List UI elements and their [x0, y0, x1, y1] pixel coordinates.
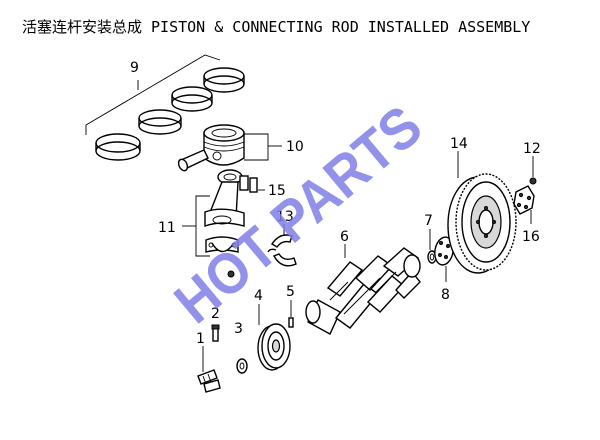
callout-4: 4: [254, 288, 263, 304]
callout-14: 14: [450, 136, 468, 152]
diagram-title: 活塞连杆安装总成 PISTON & CONNECTING ROD INSTALL…: [22, 18, 531, 36]
pulley-bolt: [197, 369, 221, 393]
rod-bolt: [239, 175, 258, 193]
callout-3: 3: [234, 321, 243, 337]
small-bolt: [211, 324, 220, 342]
rod-cap: [205, 236, 239, 253]
callout-13: 13: [276, 209, 294, 225]
flywheel-bolt-plate: [513, 185, 535, 215]
piston: [203, 124, 245, 166]
callout-9: 9: [130, 60, 139, 76]
connecting-rod: [204, 169, 245, 227]
flywheel-bolt: [529, 177, 537, 185]
rod-nut: [227, 270, 235, 278]
piston-pin: [177, 149, 209, 172]
leader-10: [244, 133, 269, 161]
washer: [236, 358, 248, 374]
callout-11: 11: [158, 220, 176, 236]
callout-7: 7: [424, 213, 433, 229]
callout-5: 5: [286, 284, 295, 300]
woodruff-key: [288, 317, 294, 328]
callout-6: 6: [340, 229, 349, 245]
crank-plate: [434, 236, 454, 266]
callout-2: 2: [211, 306, 220, 322]
piston-ring-set: [85, 54, 245, 161]
crankshaft-pulley: [257, 323, 291, 371]
callout-10: 10: [286, 139, 304, 155]
bearing-shells: [267, 234, 297, 267]
callout-15: 15: [268, 183, 286, 199]
callout-16: 16: [522, 229, 540, 245]
callout-12: 12: [523, 141, 541, 157]
callout-1: 1: [196, 331, 205, 347]
crankshaft: [305, 247, 421, 335]
flywheel: [447, 173, 517, 274]
callout-8: 8: [441, 287, 450, 303]
watermark: HOT PARTS: [163, 93, 435, 336]
